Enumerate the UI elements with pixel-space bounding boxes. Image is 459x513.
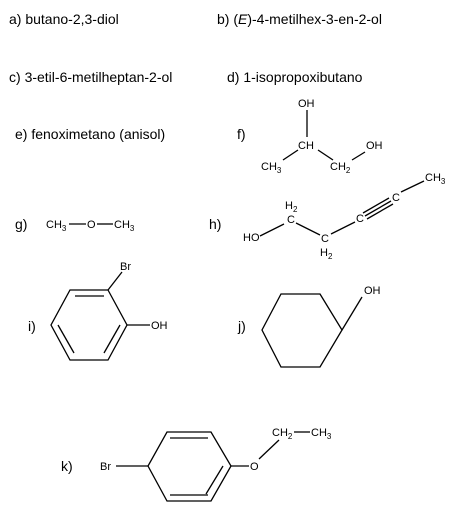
bond: [366, 203, 394, 220]
bond: [330, 221, 356, 235]
structure-g: CH3 O CH3: [46, 219, 135, 233]
compound-name: 1-isopropoxibutano: [243, 69, 363, 85]
bond: [205, 465, 224, 495]
bond: [364, 200, 392, 217]
item-letter: e): [15, 126, 28, 142]
item-letter-i: i): [28, 318, 36, 334]
bond: [341, 296, 363, 331]
item-letter: d): [227, 69, 240, 85]
bond: [107, 271, 123, 291]
bond: [400, 180, 425, 193]
item-letter-j: j): [238, 318, 246, 334]
bond: [282, 149, 299, 161]
item-letter-f: f): [237, 126, 246, 142]
atom-ho: HO: [243, 232, 260, 244]
bond: [57, 324, 75, 354]
stereo-descriptor: E: [238, 11, 248, 27]
atom-oh-right: OH: [366, 140, 383, 152]
benzene-ring: [147, 431, 232, 502]
bond: [362, 197, 390, 214]
item-letter-h: h): [209, 216, 222, 232]
benzene-ring: [50, 289, 128, 361]
atom-c-d: C: [392, 192, 400, 204]
item-b: b) (E)-4-metilhex-3-en-2-ol: [217, 11, 382, 27]
atom-oh-top: OH: [298, 98, 315, 110]
atom-ch3-left: CH3: [46, 219, 67, 233]
atom-o: O: [250, 461, 259, 473]
atom-h2-a: H2: [285, 200, 298, 214]
atom-ch: CH: [298, 140, 314, 152]
atom-br: Br: [100, 461, 111, 473]
atom-ch2: CH2: [330, 161, 351, 175]
atom-c-a: C: [287, 214, 295, 226]
item-letter: b): [217, 11, 230, 27]
cyclohexane-ring: [261, 293, 343, 368]
atom-oh: OH: [364, 285, 381, 297]
atom-c-b: C: [321, 233, 329, 245]
structure-j: OH: [261, 285, 381, 368]
structure-f: OH CH CH3 CH2 OH: [261, 98, 383, 175]
bond: [295, 222, 321, 236]
atom-br: Br: [120, 261, 131, 273]
atom-oh: OH: [151, 320, 168, 332]
compound-name: 3-etil-6-metilheptan-2-ol: [24, 69, 173, 85]
bond: [259, 223, 285, 237]
atom-ch3: CH3: [261, 161, 282, 175]
name-rest: )-4-metilhex-3-en-2-ol: [247, 11, 382, 27]
atom-ch3: CH3: [311, 427, 332, 441]
item-e: e) fenoximetano (anisol): [15, 126, 165, 142]
item-letter-k: k): [61, 458, 73, 474]
atom-ch2: CH2: [272, 427, 293, 441]
item-letter-g: g): [15, 216, 28, 232]
item-letter: a): [9, 11, 22, 27]
atom-c-c: C: [356, 213, 364, 225]
structure-i: Br OH: [50, 261, 168, 361]
compound-name: fenoximetano (anisol): [31, 126, 166, 142]
item-letter: c): [9, 69, 21, 85]
compound-name: (E)-4-metilhex-3-en-2-ol: [233, 11, 382, 27]
bond: [351, 151, 366, 161]
bond: [258, 439, 280, 460]
item-d: d) 1-isopropoxibutano: [227, 69, 362, 85]
structure-k: Br O CH2 CH3: [100, 427, 332, 502]
atom-ch3-right: CH3: [114, 219, 135, 233]
bond: [103, 324, 121, 354]
compound-name: butano-2,3-diol: [25, 11, 119, 27]
atom-o: O: [87, 219, 96, 231]
atom-ch3: CH3: [425, 172, 446, 186]
item-c: c) 3-etil-6-metilheptan-2-ol: [9, 69, 172, 85]
bond: [317, 149, 334, 161]
item-a: a) butano-2,3-diol: [9, 11, 119, 27]
atom-h2-b: H2: [320, 247, 333, 261]
structure-h: HO H2 C C H2 C C CH3: [243, 172, 446, 261]
name-prefix: (: [233, 11, 239, 27]
